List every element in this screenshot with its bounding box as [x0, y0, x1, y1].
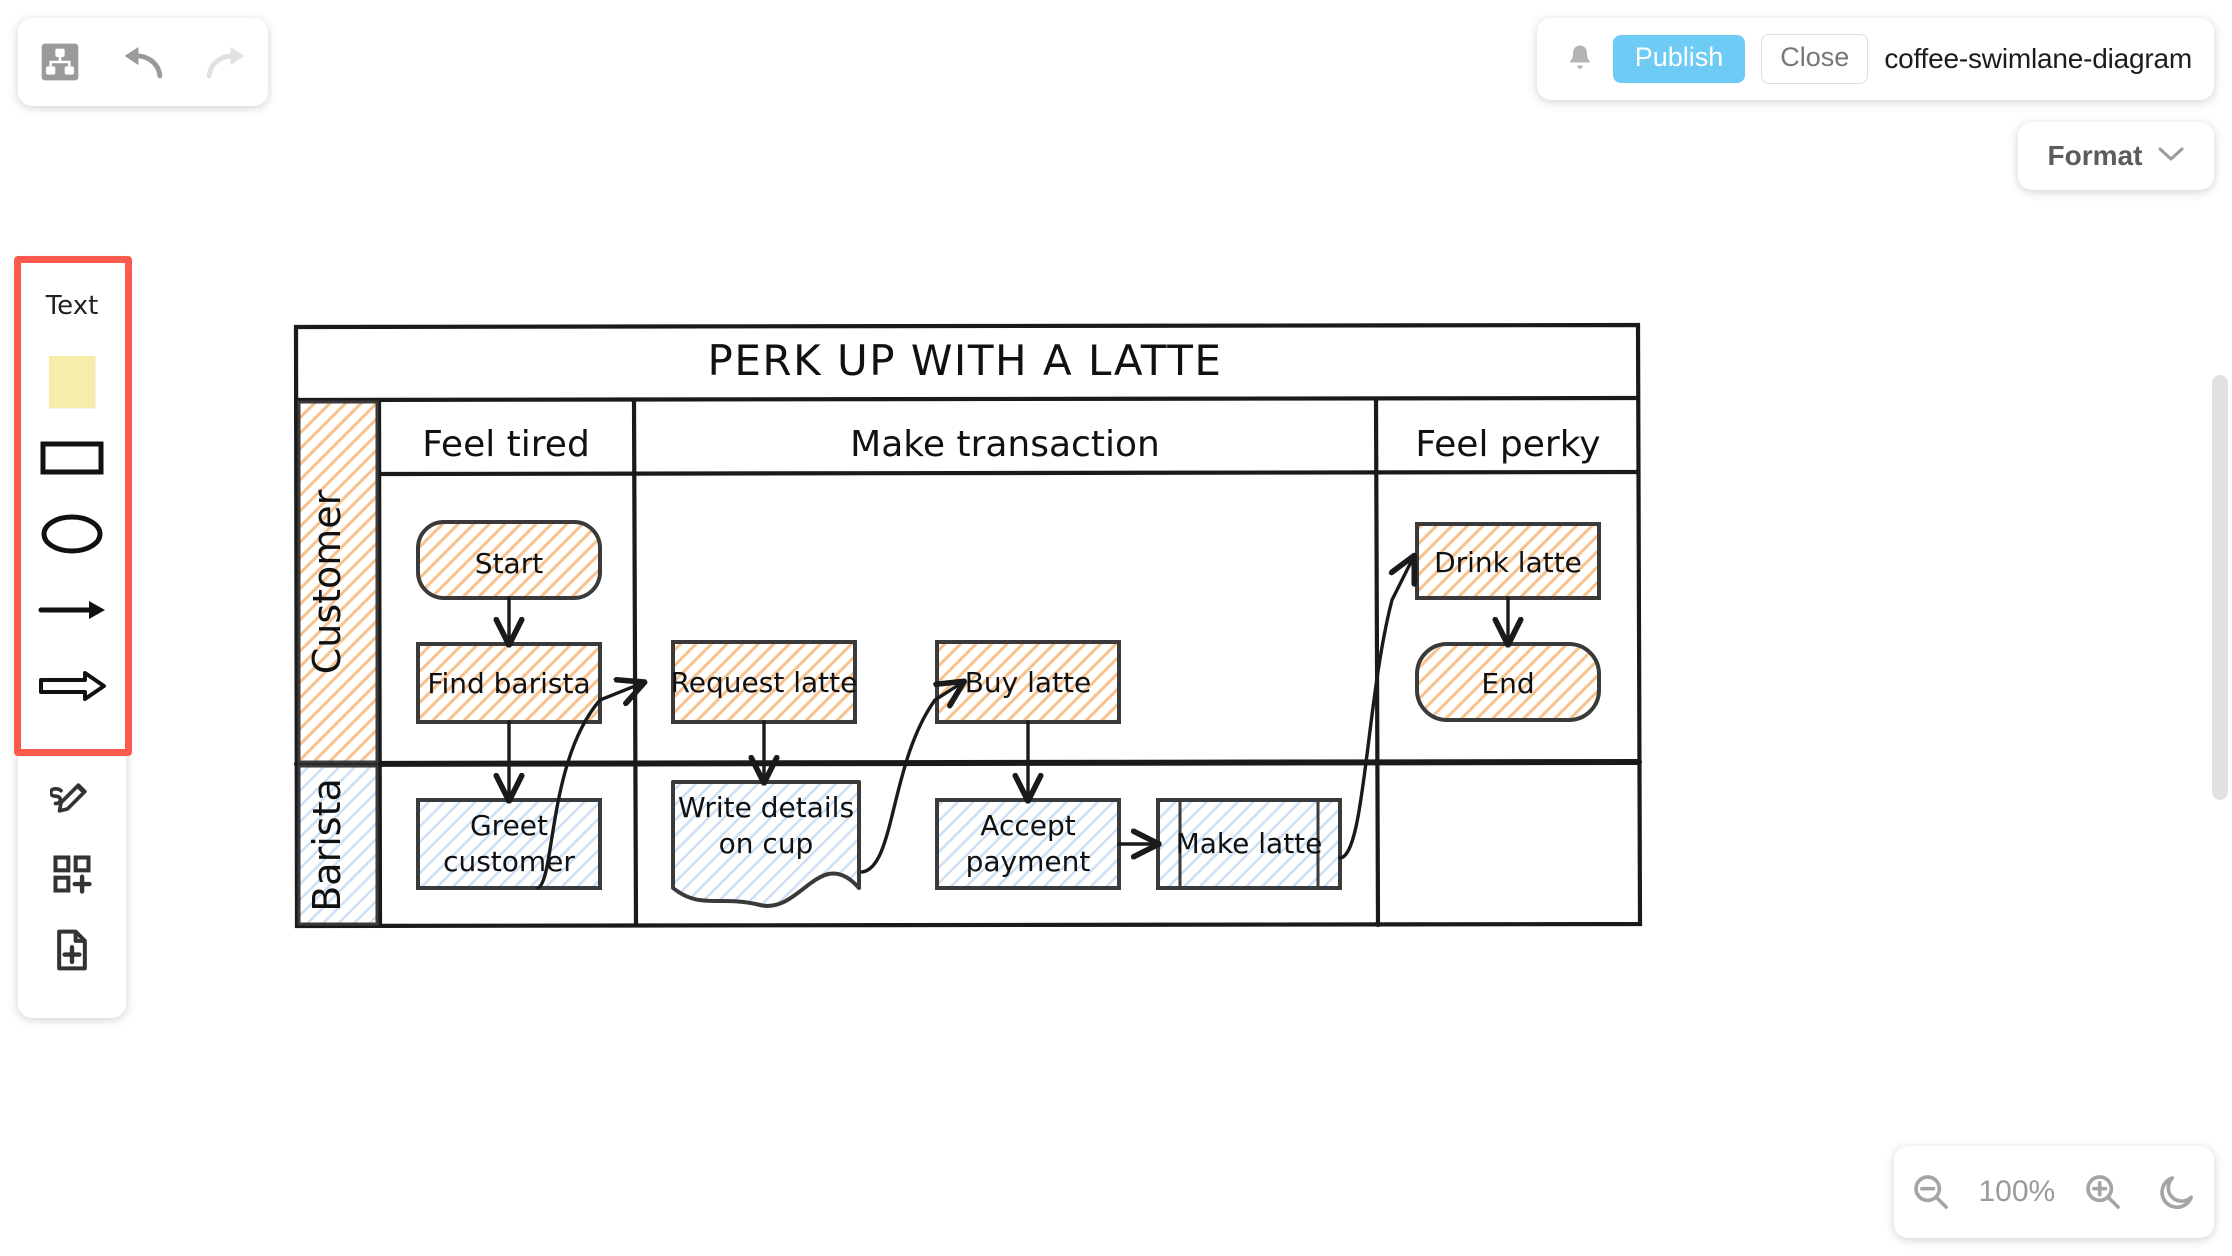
lane-header-customer[interactable]: Customer [297, 400, 379, 764]
close-button[interactable]: Close [1761, 33, 1869, 85]
node-start[interactable]: Start [416, 520, 602, 600]
shape-palette: Text [18, 258, 126, 1018]
zoom-out-icon[interactable] [1904, 1165, 1958, 1219]
node-request-latte[interactable]: Request latte [671, 640, 858, 724]
arrow-tool[interactable] [18, 572, 126, 648]
add-shape-icon [53, 855, 92, 894]
dark-mode-moon-icon[interactable] [2150, 1165, 2204, 1219]
zoom-bar: 100% [1894, 1146, 2214, 1238]
draw-tool[interactable] [18, 760, 126, 836]
sticky-note-icon [49, 356, 95, 408]
rectangle-icon [40, 441, 104, 475]
vertical-scrollbar[interactable] [2212, 375, 2228, 800]
node-label-make-latte: Make latte [1176, 827, 1323, 860]
phase-header-feel-perky: Feel perky [1415, 424, 1600, 465]
publish-button[interactable]: Publish [1612, 34, 1746, 84]
bell-icon[interactable] [1563, 42, 1597, 76]
arrow-icon [38, 601, 105, 619]
edge-make-latte-to-drink-latte[interactable] [1338, 560, 1412, 860]
node-label-find-barista: Find barista [427, 667, 590, 700]
format-button[interactable]: Format [2018, 122, 2214, 190]
node-accept-payment[interactable]: Accept payment [935, 798, 1121, 890]
node-label-write-details-line2: on cup [719, 827, 814, 860]
node-label-greet-customer-line1: Greet [470, 809, 548, 842]
zoom-level-label[interactable]: 100% [1978, 1175, 2056, 1208]
add-page-icon [57, 929, 87, 971]
sticky-note-tool[interactable] [18, 344, 126, 420]
lane-label-customer: Customer [305, 489, 349, 674]
node-label-request-latte: Request latte [671, 666, 858, 699]
node-find-barista[interactable]: Find barista [416, 642, 602, 724]
node-label-drink-latte: Drink latte [1434, 546, 1582, 579]
pencil-scribble-icon [50, 783, 87, 813]
text-tool[interactable]: Text [18, 268, 126, 344]
node-label-start: Start [475, 547, 543, 580]
swimlane-frame [293, 322, 1643, 929]
zoom-in-icon[interactable] [2076, 1165, 2130, 1219]
chevron-down-icon [2158, 146, 2184, 167]
add-page-tool[interactable] [18, 912, 126, 988]
node-label-end: End [1481, 667, 1534, 700]
sitemap-icon[interactable] [34, 36, 86, 88]
node-label-buy-latte: Buy latte [965, 666, 1092, 699]
node-write-details[interactable]: Write details on cup [671, 780, 861, 908]
diagram-title: PERK UP WITH A LATTE [708, 336, 1223, 385]
ellipse-tool[interactable] [18, 496, 126, 572]
ellipse-icon [41, 514, 103, 554]
phase-header-make-transaction: Make transaction [850, 424, 1160, 465]
text-tool-label: Text [45, 291, 99, 321]
node-greet-customer[interactable]: Greet customer [416, 798, 602, 890]
block-arrow-tool[interactable] [18, 648, 126, 724]
node-label-accept-payment-line1: Accept [980, 809, 1075, 842]
add-shape-tool[interactable] [18, 836, 126, 912]
edge-greet-customer-to-request-latte[interactable] [536, 684, 640, 890]
edge-write-details-to-buy-latte[interactable] [860, 684, 960, 874]
lane-header-barista[interactable]: Barista [297, 764, 379, 926]
block-arrow-icon [39, 671, 106, 701]
node-label-write-details-line1: Write details [678, 791, 854, 824]
redo-icon[interactable] [200, 36, 252, 88]
document-title[interactable]: coffee-swimlane-diagram [1884, 43, 2192, 74]
node-make-latte[interactable]: Make latte [1156, 798, 1342, 890]
format-label: Format [2047, 140, 2143, 171]
undo-icon[interactable] [117, 36, 169, 88]
phase-header-feel-tired: Feel tired [422, 424, 590, 465]
edge-layer [509, 560, 1508, 890]
node-label-greet-customer-line2: customer [443, 845, 575, 878]
top-right-bar: Publish Close coffee-swimlane-diagram [1536, 18, 2214, 100]
lane-label-barista: Barista [305, 778, 349, 912]
node-drink-latte[interactable]: Drink latte [1415, 522, 1601, 600]
top-toolbar[interactable] [18, 18, 268, 106]
node-label-accept-payment-line2: payment [966, 845, 1091, 878]
rectangle-tool[interactable] [18, 420, 126, 496]
node-buy-latte[interactable]: Buy latte [935, 640, 1121, 724]
node-end[interactable]: End [1415, 642, 1601, 722]
